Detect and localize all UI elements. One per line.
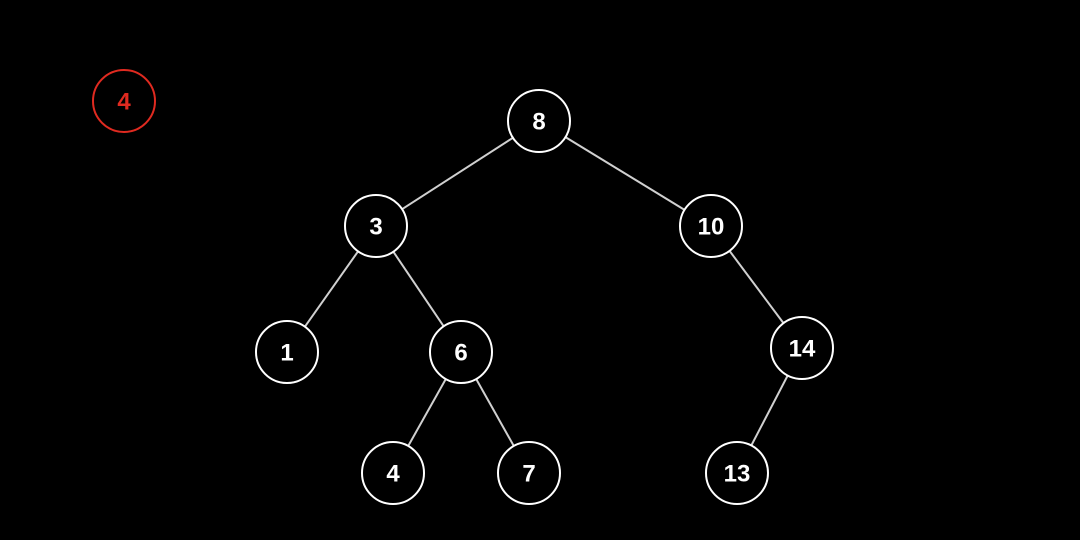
nodes-layer: 8 3 10 1 6 14 4 7 13 bbox=[255, 89, 834, 505]
tree-node-13: 13 bbox=[705, 441, 769, 505]
tree-node-10: 10 bbox=[679, 194, 743, 258]
search-key-circle bbox=[92, 69, 156, 133]
node-label: 7 bbox=[522, 461, 535, 488]
edges-layer bbox=[304, 136, 789, 447]
node-label: 13 bbox=[724, 461, 751, 488]
tree-node-6: 6 bbox=[429, 320, 493, 384]
node-circle bbox=[344, 194, 408, 258]
node-circle bbox=[679, 194, 743, 258]
search-key-label: 4 bbox=[117, 89, 131, 116]
node-circle bbox=[361, 441, 425, 505]
node-label: 10 bbox=[698, 214, 725, 241]
node-label: 6 bbox=[454, 340, 467, 367]
tree-node-7: 7 bbox=[497, 441, 561, 505]
node-label: 1 bbox=[280, 340, 293, 367]
node-label: 3 bbox=[369, 214, 382, 241]
edge-n10-n14 bbox=[728, 250, 785, 324]
node-label: 4 bbox=[386, 461, 400, 488]
edge-n8-n3 bbox=[401, 136, 514, 211]
node-circle bbox=[429, 320, 493, 384]
tree-node-4: 4 bbox=[361, 441, 425, 505]
node-circle bbox=[770, 316, 834, 380]
edge-n3-n6 bbox=[392, 251, 445, 327]
tree-node-14: 14 bbox=[770, 316, 834, 380]
node-circle bbox=[497, 441, 561, 505]
edge-n14-n13 bbox=[750, 375, 789, 446]
tree-node-8: 8 bbox=[507, 89, 571, 153]
node-circle bbox=[507, 89, 571, 153]
edge-n8-n10 bbox=[564, 136, 686, 211]
tree-node-1: 1 bbox=[255, 320, 319, 384]
node-circle bbox=[705, 441, 769, 505]
edge-n6-n4 bbox=[407, 378, 447, 447]
tree-node-3: 3 bbox=[344, 194, 408, 258]
node-label: 14 bbox=[789, 336, 816, 363]
search-key-node: 4 bbox=[92, 69, 156, 133]
node-label: 8 bbox=[532, 109, 545, 136]
edge-n3-n1 bbox=[304, 250, 359, 328]
edge-n6-n7 bbox=[475, 378, 515, 447]
node-circle bbox=[255, 320, 319, 384]
